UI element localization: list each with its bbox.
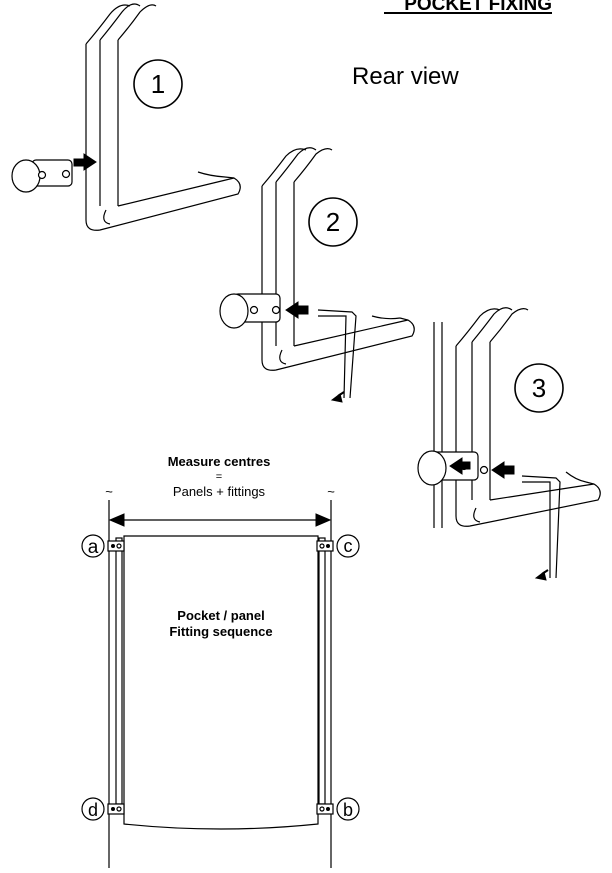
corner-a-badge	[81, 534, 105, 558]
step-1-badge	[133, 59, 183, 109]
subtitle: Rear view	[352, 63, 459, 90]
tilde-right: ~	[327, 484, 335, 499]
step-1-number: 1	[151, 69, 165, 99]
corner-b-badge	[336, 797, 360, 821]
corner-c-badge	[336, 534, 360, 558]
panel-label-line-1: Pocket / panel	[177, 608, 264, 623]
step-1-illustration: 1	[11, 3, 241, 231]
step-3-badge	[514, 363, 564, 413]
step-3-illustration: 3	[417, 307, 601, 581]
fitting-a	[107, 540, 125, 552]
corner-a-label: a	[88, 537, 99, 558]
panel-body	[123, 535, 319, 830]
tilde-left: ~	[105, 484, 113, 499]
corner-d-badge	[81, 797, 105, 821]
corner-d-label: d	[88, 800, 98, 820]
fitting-c	[316, 540, 334, 552]
title: POCKET FIXING	[404, 0, 552, 15]
measure-equals: =	[216, 471, 222, 483]
measure-annotation: Measure centres = Panels + fittings ~ ~	[105, 454, 335, 527]
fitting-b	[316, 803, 334, 815]
fitting-d	[107, 803, 125, 815]
measure-detail: Panels + fittings	[173, 484, 266, 499]
step-2-badge	[308, 197, 358, 247]
step-2-illustration: 2	[219, 147, 415, 403]
pocket-panel: Pocket / panel Fitting sequence a c d b	[81, 500, 360, 868]
step-3-number: 3	[532, 373, 546, 403]
corner-c-label: c	[344, 536, 353, 556]
panel-label-line-2: Fitting sequence	[169, 624, 272, 639]
measure-heading: Measure centres	[168, 454, 271, 469]
corner-b-label: b	[343, 800, 353, 820]
step-2-number: 2	[326, 207, 340, 237]
